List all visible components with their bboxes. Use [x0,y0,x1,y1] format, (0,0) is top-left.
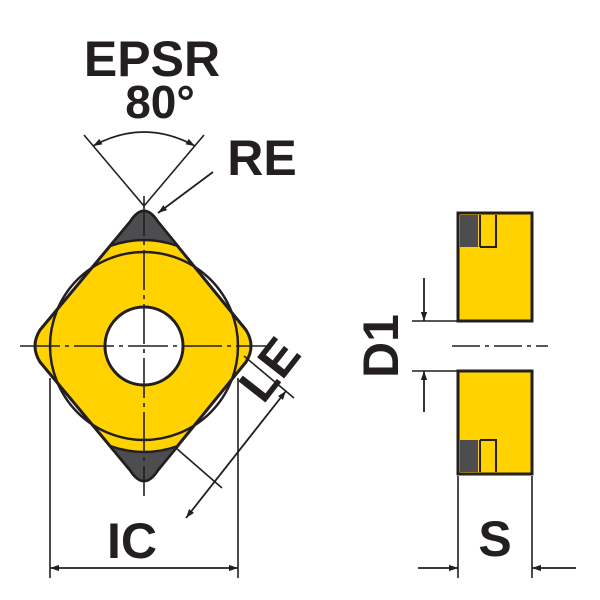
angle-line-right [143,134,205,207]
side-tip-bottom [460,440,478,472]
label-epsr: EPSR [84,31,220,87]
insert-front-view [20,131,295,578]
side-step-bottom [480,439,497,472]
label-s: S [478,511,511,567]
side-tip-top [460,215,478,247]
bottom-corner-tip [108,444,180,483]
label-ic: IC [107,513,157,569]
side-step-top [480,215,497,248]
angle-line-left [83,134,145,207]
re-leader [157,171,214,214]
le-dimension-line [185,390,287,519]
label-re: RE [227,130,296,186]
label-angle: 80° [125,76,195,128]
insert-side-view [412,211,576,578]
label-d1: D1 [353,314,409,378]
angle-arc [92,131,196,147]
